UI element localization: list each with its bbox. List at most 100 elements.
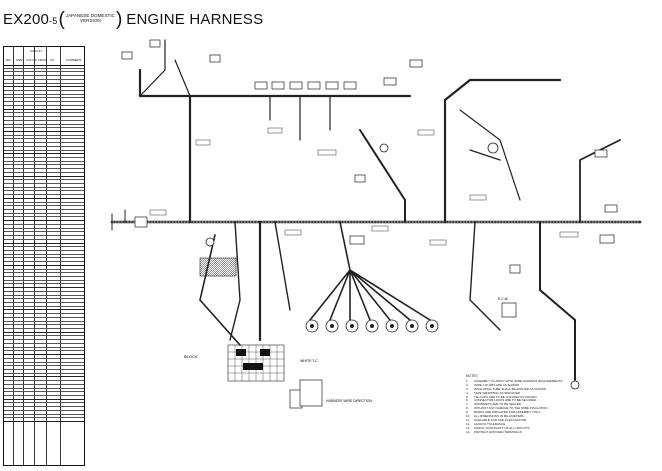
table-row (4, 310, 84, 315)
paren-open: ( (58, 8, 65, 30)
connector-top-5 (325, 81, 339, 90)
tag-labels (149, 127, 579, 246)
table-row (4, 281, 84, 285)
connector-bottom-right-2 (509, 264, 521, 274)
note-item: 3.INSULATING TUBE SHALL BE APPLIED AS SH… (466, 386, 546, 391)
round-connector-11 (570, 380, 580, 390)
paren-close: ) (115, 8, 123, 30)
notes-list: 1.ASSEMBLY TO APPLY WITH WIRE HARNESS RE… (466, 378, 656, 435)
version-note-line1: JAPANESE DOMESTIC (65, 13, 115, 18)
model-name: EX200 (3, 10, 50, 28)
table-row (4, 221, 84, 225)
table-row (4, 333, 84, 337)
harness-trunks (110, 39, 642, 381)
note-item: 5.TIE CLIPS ARE TO BE LOCATED AS SHOWN (466, 394, 537, 399)
note-item: 11.AVAILABLE FOR USE IN EXCAVATOR (466, 417, 527, 422)
model-number: EX200-5 (3, 11, 57, 28)
header-circuit: CIRCUIT (30, 49, 43, 53)
wire-table-header: CIRCUIT NO. SIZE COLOR FROM TO COMMENT (4, 47, 84, 66)
table-row (4, 199, 84, 203)
drawing-title: EX200-5 ( JAPANESE DOMESTIC VERSION ) EN… (3, 8, 263, 30)
table-row (4, 143, 84, 147)
table-row (4, 72, 84, 77)
table-row (4, 403, 84, 408)
table-row (4, 217, 84, 222)
table-row (4, 351, 84, 356)
block-cell-2 (260, 349, 270, 356)
harness-name: ENGINE HARNESS (126, 10, 264, 28)
table-row (4, 195, 84, 199)
table-row (4, 255, 84, 259)
table-row (4, 344, 84, 348)
table-row (4, 95, 84, 99)
table-row (4, 292, 84, 296)
note-item: 9.BANDS ARE INDICATED FOR ASSEMBLY ONLY (466, 410, 541, 415)
wire-table-rows (4, 65, 84, 422)
table-row (4, 173, 84, 177)
note-item: 10.ALL DIMENSIONS IN MILLIMETERS (466, 414, 524, 419)
branch-right-mid (459, 109, 521, 201)
branch-left-top (139, 39, 191, 97)
table-row (4, 232, 84, 237)
table-row (4, 377, 84, 382)
table-row (4, 318, 84, 322)
col-size: SIZE (16, 58, 23, 62)
note-item: 1.ASSEMBLY TO APPLY WITH WIRE HARNESS RE… (466, 378, 563, 383)
table-row (4, 296, 84, 300)
table-row (4, 288, 84, 292)
table-row (4, 113, 84, 118)
model-suffix: -5 (49, 15, 58, 26)
table-row (4, 366, 84, 370)
notes-heading: NOTES (466, 374, 478, 378)
connector-top-6 (343, 81, 357, 90)
col-no: NO. (6, 58, 12, 62)
connector-detail-box (299, 379, 323, 407)
table-row (4, 299, 84, 303)
table-row (4, 370, 84, 374)
table-row (4, 262, 84, 266)
note-item: 13.CHECK CONTINUITY OF ALL CIRCUITS (466, 425, 530, 430)
table-row (4, 400, 84, 404)
table-row (4, 154, 84, 158)
col-color: COLOR (26, 58, 37, 62)
table-row (4, 340, 84, 344)
round-connector-cores (310, 324, 434, 328)
connector-left-3 (209, 54, 221, 63)
table-row (4, 69, 84, 73)
table-row (4, 392, 84, 396)
table-row (4, 314, 84, 318)
connector-right-1 (383, 77, 397, 86)
drawing-notes: NOTES 1.ASSEMBLY TO APPLY WITH WIRE HARN… (466, 374, 656, 435)
table-row (4, 418, 84, 422)
table-row (4, 98, 84, 103)
protective-sleeves (199, 257, 285, 382)
table-row (4, 180, 84, 184)
table-row (4, 136, 84, 140)
table-row (4, 244, 84, 248)
diag-branch-center (359, 129, 406, 223)
table-row (4, 355, 84, 359)
table-row (4, 270, 84, 274)
table-row (4, 184, 84, 188)
left-lower-branch (199, 234, 241, 346)
table-row (4, 121, 84, 125)
table-row (4, 277, 84, 281)
table-row (4, 229, 84, 233)
table-row (4, 210, 84, 214)
table-row (4, 258, 84, 263)
version-note: JAPANESE DOMESTIC VERSION (66, 13, 115, 23)
table-row (4, 240, 84, 244)
table-row (4, 411, 84, 415)
table-row (4, 206, 84, 211)
connector-far-right-1 (594, 149, 608, 158)
table-row (4, 363, 84, 367)
block-cell-1 (236, 349, 246, 356)
connector-far-right-3 (599, 234, 615, 244)
table-row (4, 165, 84, 170)
table-row (4, 188, 84, 192)
branch-bottom-center (469, 221, 501, 331)
branch-far-left (111, 209, 126, 231)
connector-mid-2 (349, 235, 365, 245)
note-item: 14.PROTECT EXPOSED TERMINALS (466, 429, 522, 434)
table-row (4, 266, 84, 270)
